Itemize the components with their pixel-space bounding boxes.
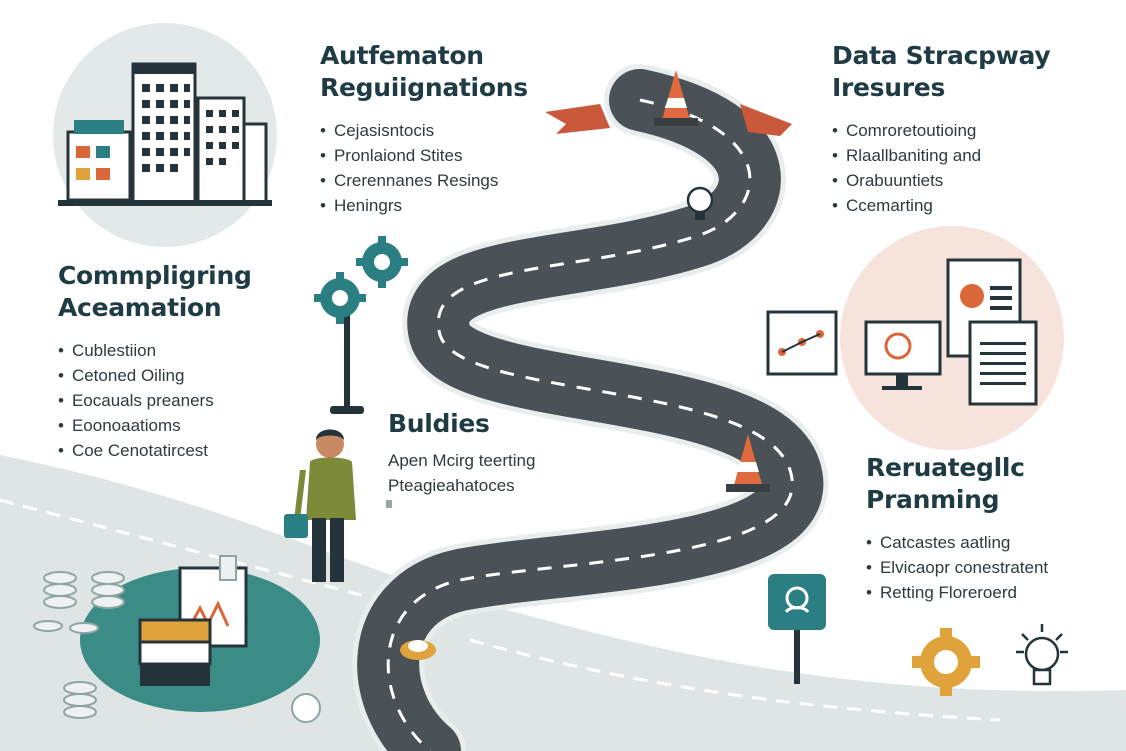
traffic-cone-icon [654, 70, 698, 126]
lightbulb-icon [686, 186, 714, 220]
flowchart-card-icon [766, 310, 838, 376]
list-item: Elvicaopr conestratent [866, 555, 1048, 580]
list-item: Cejasisntocis [320, 118, 528, 143]
title-line-1: Reruategllc [866, 453, 1025, 482]
list-item: Cublestiion [58, 338, 252, 363]
section-line-2: Pteagieahatoces [388, 476, 515, 495]
pillar-icon [219, 555, 237, 581]
gears-signpost-icon [314, 236, 408, 414]
bullet-list: Comroretoutioing Rlaallbaniting and Orab… [832, 118, 1050, 218]
section-line-1: Apen Mcirg teerting [388, 451, 536, 470]
list-item: Eocauals preaners [58, 388, 252, 413]
title-line-2: Aceamation [58, 293, 222, 322]
list-item: Ccemarting [832, 193, 1050, 218]
winding-road [352, 64, 829, 751]
location-signpost-icon [768, 574, 826, 684]
ground-path-edge [0, 498, 381, 602]
list-item: Rlaallbaniting and [832, 143, 1050, 168]
list-item: Crerennanes Resings [320, 168, 528, 193]
section-title: Buldies [388, 409, 490, 438]
list-item: Catcastes aatling [866, 530, 1048, 555]
ground-path-lane [469, 638, 1001, 722]
title-line-2: Reguiignations [320, 73, 528, 102]
title-line-1: Commpligring [58, 261, 252, 290]
analytics-devices-icon [864, 258, 1038, 406]
list-item: Eoonoaatioms [58, 413, 252, 438]
idea-bulb-icon [1016, 624, 1068, 686]
list-item: Comroretoutioing [832, 118, 1050, 143]
bullet-list: Cejasisntocis Pronlaiond Stites Crerenna… [320, 118, 528, 218]
left-flag-icon [545, 104, 610, 134]
list-item: Orabuuntiets [832, 168, 1050, 193]
bullet-list: Cublestiion Cetoned Oiling Eocauals prea… [58, 338, 252, 463]
coin-icon [291, 693, 321, 723]
person-with-briefcase-icon [284, 429, 356, 582]
coin-stacks-icon [33, 571, 125, 719]
city-buildings-icon [58, 62, 272, 206]
list-item: Heningrs [320, 193, 528, 218]
orange-gear-icon [912, 628, 980, 696]
road-cone-icon [726, 434, 770, 492]
title-line-2: Iresures [832, 73, 946, 102]
title-line-2: Pranming [866, 485, 1000, 514]
list-item: Retting Floreroerd [866, 580, 1048, 605]
list-item: Cetoned Oiling [58, 363, 252, 388]
section-center: Buldies Apen Mcirg teerting Pteagieahato… [388, 408, 535, 498]
title-line-1: Autfematon [320, 41, 484, 70]
title-line-1: Data Stracpway [832, 41, 1051, 70]
right-flag-icon [740, 104, 792, 136]
stacked-boxes-icon [138, 618, 212, 686]
coin-pile-icon [400, 640, 436, 660]
small-note-icon [386, 500, 392, 508]
list-item: Pronlaiond Stites [320, 143, 528, 168]
list-item: Coe Cenotatircest [58, 438, 252, 463]
bullet-list: Catcastes aatling Elvicaopr conestratent… [866, 530, 1048, 605]
